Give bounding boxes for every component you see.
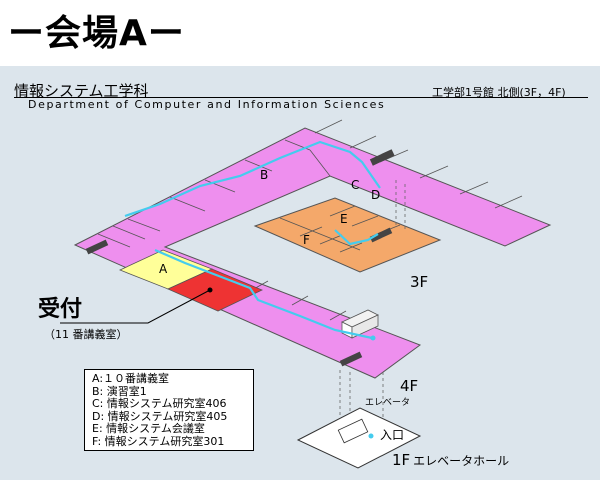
elevator-shaft	[339, 180, 406, 420]
legend-item-a: A:１０番講義室	[92, 372, 170, 385]
reception-label: 受付	[38, 297, 83, 322]
room-b-label: B	[260, 168, 269, 182]
reception-pointer	[60, 289, 211, 324]
floor1-plan	[296, 407, 422, 469]
room-legend: A:１０番講義室 B: 演習室1 C: 情報システム研究室406 D: 情報シス…	[84, 369, 254, 451]
legend-item-c: C: 情報システム研究室406	[92, 397, 227, 411]
venue-heading: ー会場Aー	[8, 13, 185, 54]
floor4-plan	[73, 127, 552, 379]
floor1-elevator	[337, 418, 369, 444]
legend-item-d: D: 情報システム研究室405	[92, 409, 228, 423]
entrance-label: 入口	[380, 428, 405, 442]
room-e-label: E	[340, 212, 348, 226]
department-jp: 情報システム工学科	[14, 82, 149, 100]
route-start-1f	[368, 433, 374, 439]
legend-item-e: E: 情報システム会議室	[92, 422, 205, 436]
department-en: Department of Computer and Information S…	[28, 98, 386, 111]
room-c-label: C	[351, 178, 360, 192]
legend-item-b: B: 演習室1	[92, 384, 147, 398]
floor4-room-lines	[97, 119, 523, 321]
reception-room	[167, 268, 263, 312]
room-a-label: A	[159, 262, 168, 276]
route-3f	[334, 229, 379, 246]
floor3-plan	[253, 197, 442, 273]
reception-sub-label: （11 番講義室）	[44, 328, 128, 341]
route-start-4f	[370, 335, 376, 341]
room-d-label: D	[371, 188, 381, 202]
floor1-suffix: エレベータホール	[413, 454, 510, 468]
route-4f	[124, 140, 381, 218]
legend-item-f: F: 情報システム研究室301	[92, 434, 225, 448]
elevator-label: エレベータ	[365, 398, 411, 408]
building-label: 工学部1号館 北側(3F，4F)	[432, 86, 566, 99]
title-rule	[14, 97, 588, 98]
room-f-label: F	[303, 233, 310, 247]
floor1-number: 1F	[392, 451, 411, 469]
floor4-label: 4F	[400, 377, 419, 395]
route-4f-lower	[154, 248, 373, 340]
floor3-label: 3F	[410, 273, 429, 291]
